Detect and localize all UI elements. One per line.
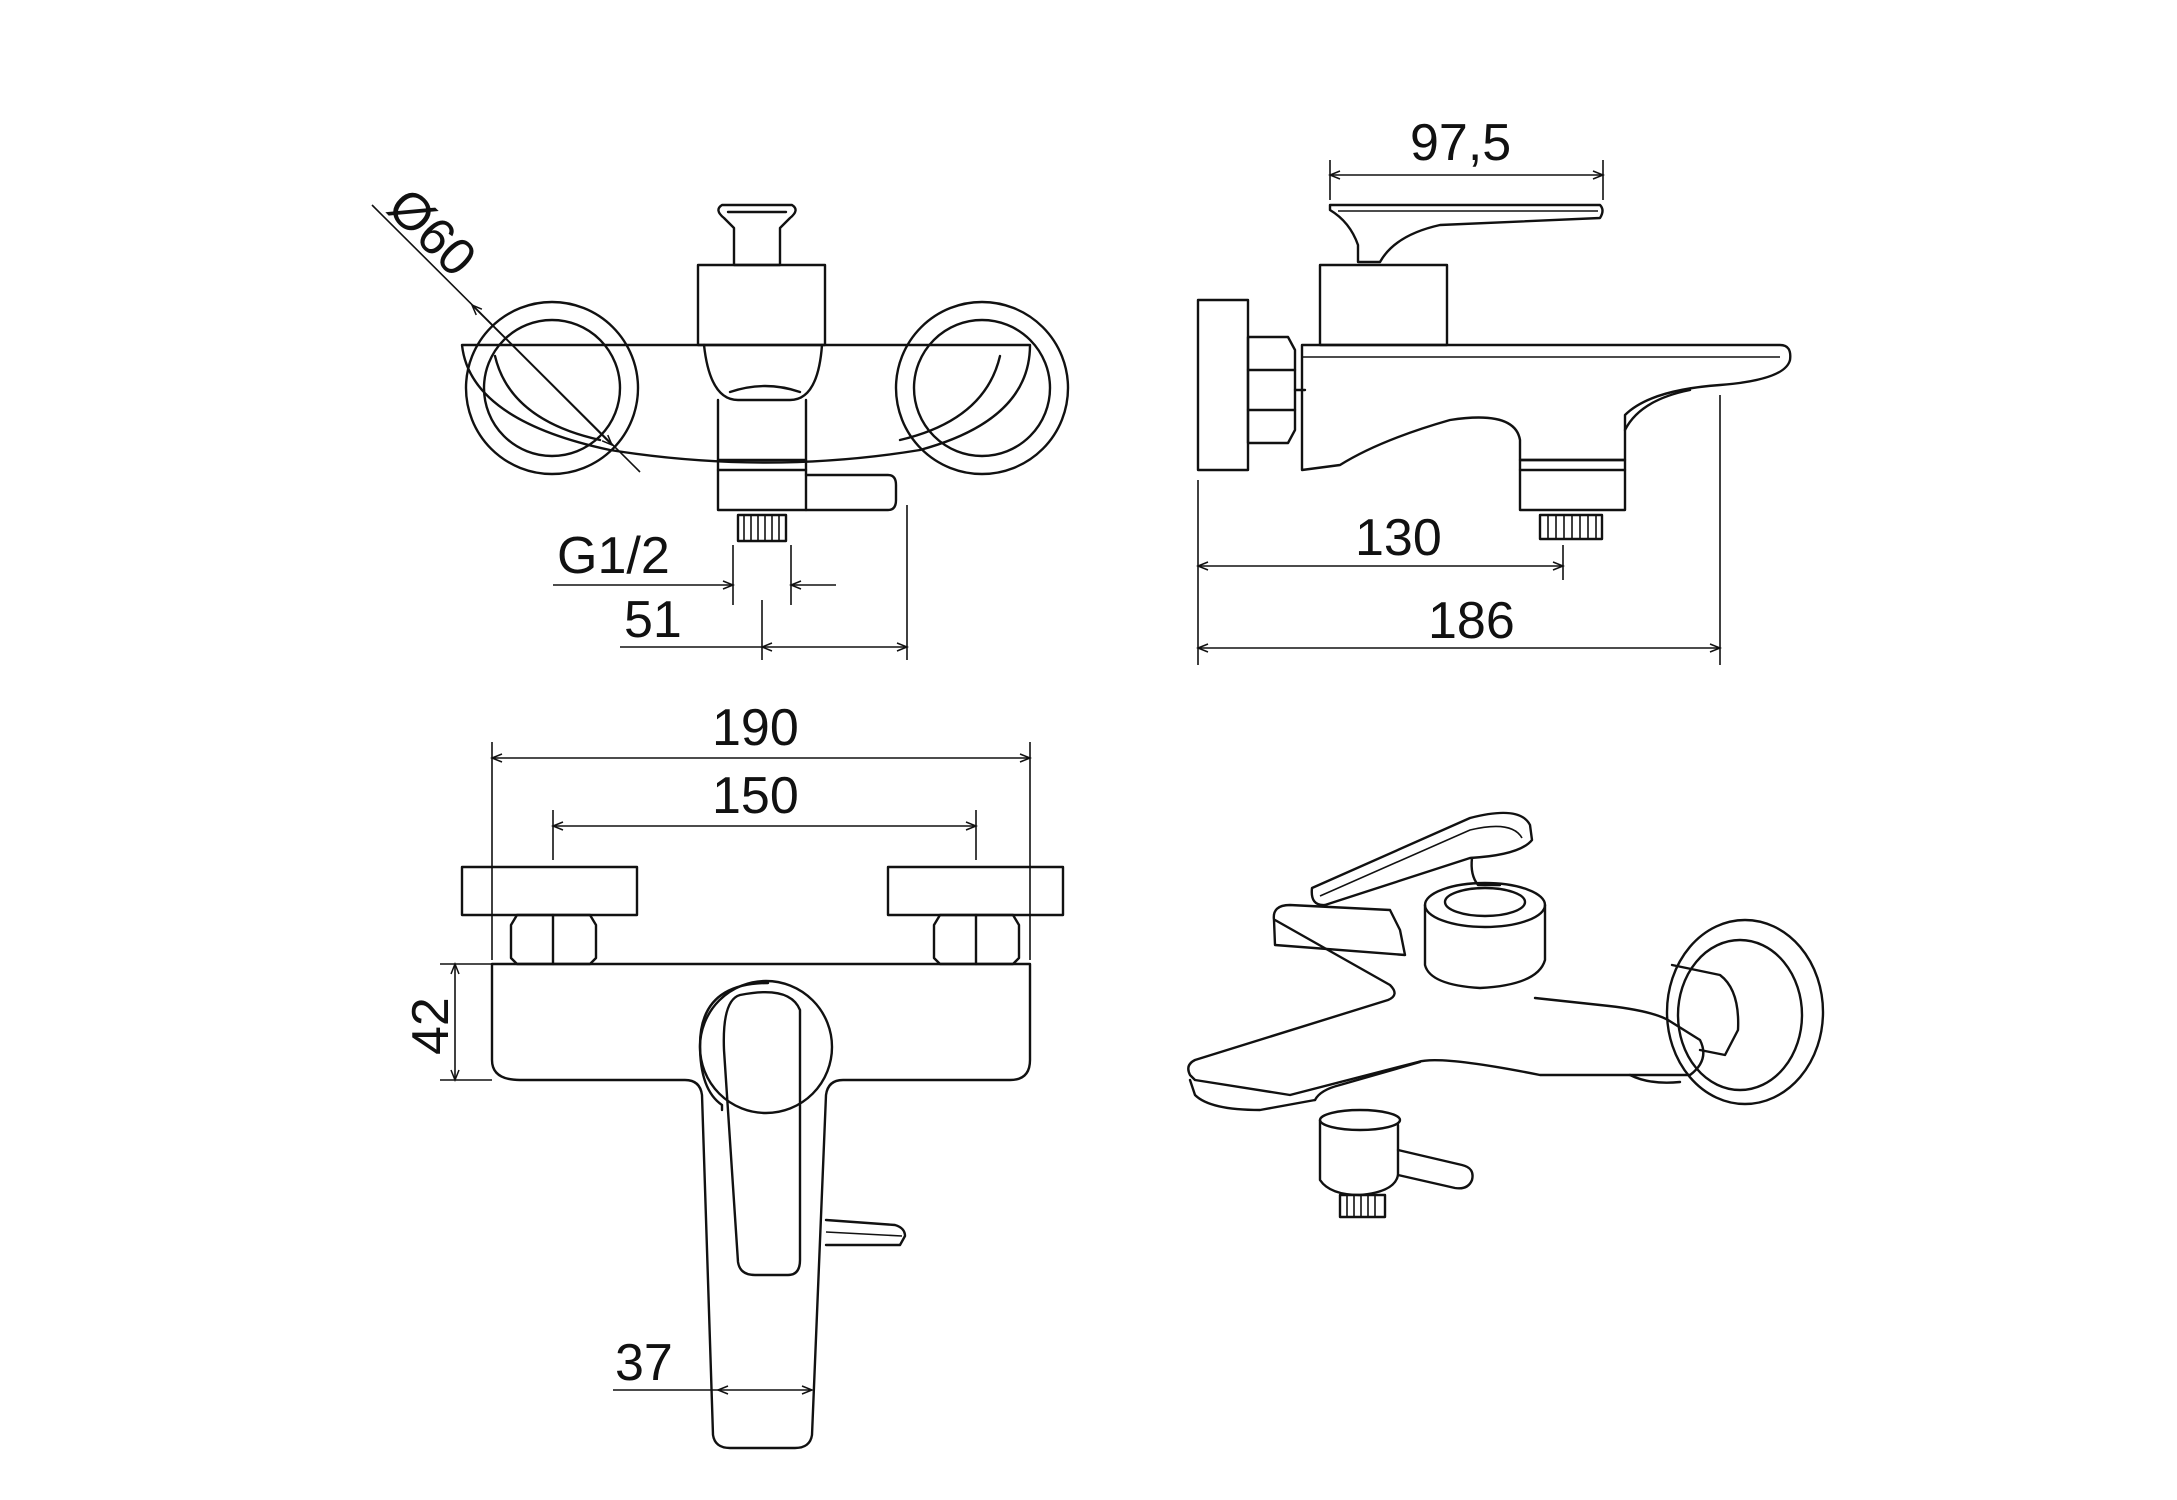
- isometric-view: [1187, 811, 1825, 1219]
- top-left-nut: [509, 913, 598, 966]
- thread-label: G1/2: [557, 527, 670, 585]
- right-rosette: [894, 300, 1070, 476]
- spout-mouth: [702, 343, 824, 402]
- total-width-label: 190: [712, 699, 799, 757]
- iso-nut: [1670, 963, 1740, 1057]
- side-body: [1300, 343, 1792, 472]
- side-outlet: [1518, 458, 1627, 512]
- handle-length-label: 97,5: [1410, 114, 1511, 172]
- iso-thread: [1338, 1193, 1387, 1219]
- iso-diverter: [1396, 1148, 1474, 1190]
- top-diverter: [824, 1218, 907, 1247]
- iso-rosette: [1665, 918, 1825, 1106]
- side-hex-nut: [1246, 335, 1297, 445]
- offset-dimension: 51: [620, 505, 907, 660]
- iso-handle: [1310, 811, 1534, 907]
- spout-width-dimension: 37: [613, 1334, 812, 1392]
- left-rosette: [464, 300, 640, 476]
- side-handle: [1328, 203, 1604, 264]
- front-view: Ø60 G1/2 51: [371, 177, 1070, 660]
- top-right-rosette: [886, 865, 1065, 917]
- body-height-label: 42: [402, 997, 460, 1055]
- center-distance-label: 150: [712, 767, 799, 825]
- thread-dimension: G1/2: [553, 527, 836, 605]
- side-cartridge: [1318, 263, 1449, 347]
- outlet-projection-label: 130: [1355, 509, 1442, 567]
- total-width-dimension: 190: [492, 699, 1030, 960]
- top-handle: [698, 981, 770, 1112]
- diameter-dimension: Ø60: [371, 177, 641, 473]
- iso-cartridge: [1423, 903, 1547, 990]
- iso-outlet: [1318, 1118, 1400, 1197]
- side-view: 97,5 130 186: [1196, 114, 1792, 665]
- total-depth-label: 186: [1428, 592, 1515, 650]
- outlet-projection-dimension: 130: [1198, 480, 1563, 665]
- cartridge-block: [696, 263, 827, 347]
- top-right-nut: [932, 913, 1021, 966]
- top-left-rosette: [460, 865, 639, 917]
- top-view: 190 150 42 37: [402, 699, 1065, 1450]
- side-rosette: [1196, 298, 1250, 472]
- side-thread: [1538, 513, 1604, 541]
- total-depth-dimension: 186: [1198, 395, 1720, 665]
- diameter-label: Ø60: [377, 177, 488, 288]
- handle-length-dimension: 97,5: [1330, 114, 1603, 200]
- center-distance-dimension: 150: [553, 767, 976, 860]
- iso-body: [1272, 903, 1407, 957]
- spout-width-label: 37: [615, 1334, 673, 1392]
- top-body: [490, 962, 1032, 1450]
- offset-label: 51: [624, 591, 682, 649]
- body-height-dimension: 42: [402, 964, 492, 1080]
- diverter-lever: [804, 473, 898, 512]
- diverter-body: [716, 458, 808, 512]
- handle-top: [717, 203, 797, 267]
- thread: [736, 513, 788, 543]
